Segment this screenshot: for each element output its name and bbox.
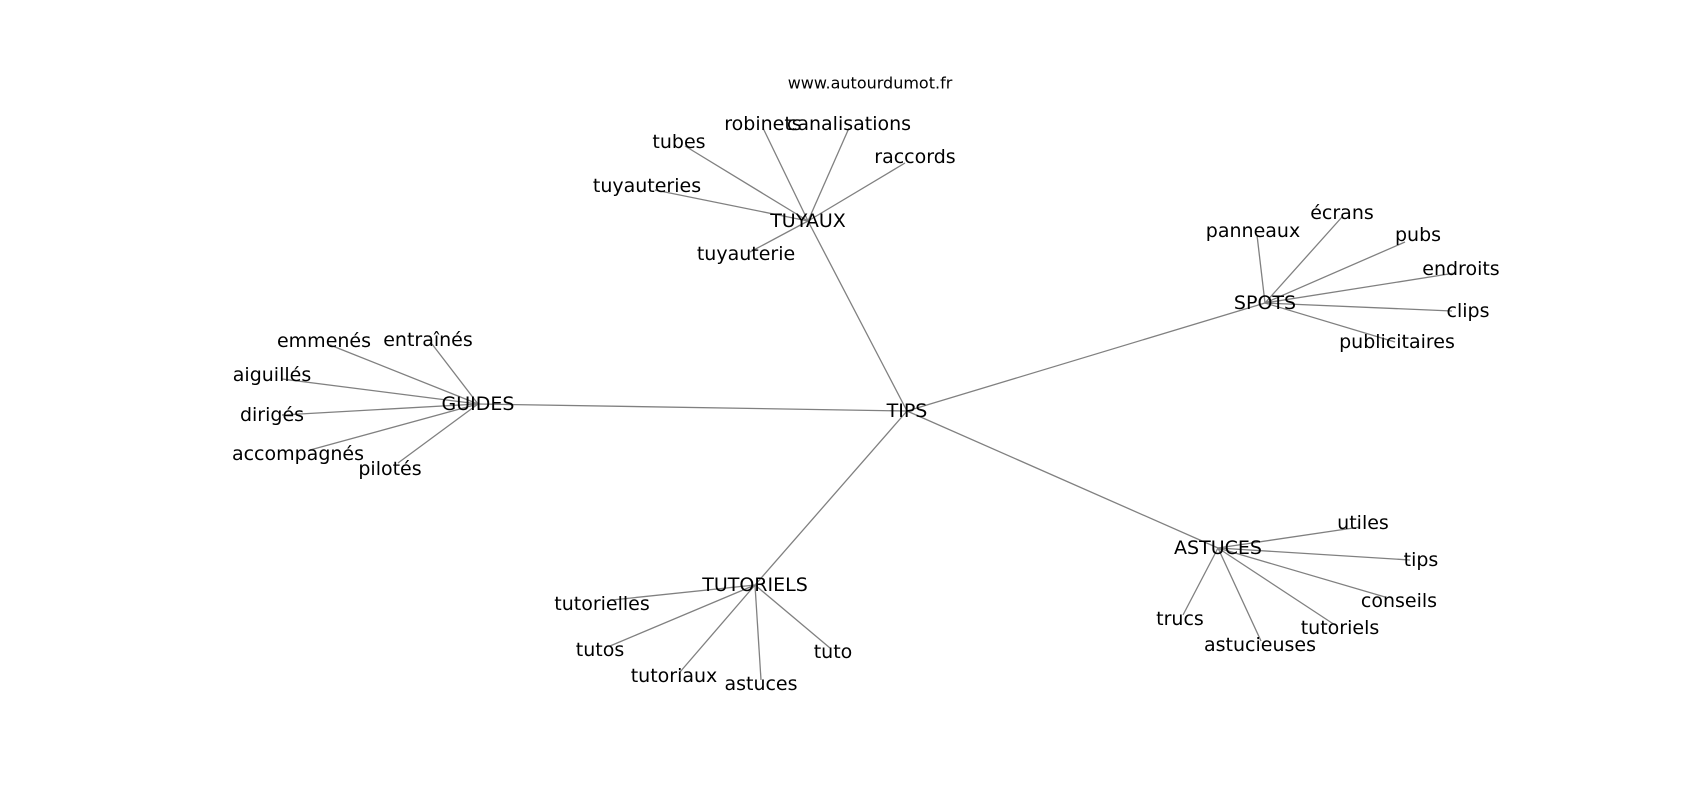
edge-center-to-spots bbox=[906, 302, 1266, 412]
edge-tutoriels-leaf bbox=[609, 584, 756, 647]
edge-tuyaux-leaf bbox=[807, 162, 906, 222]
leaf-node-label: tubes bbox=[652, 131, 705, 153]
leaf-node-label: tips bbox=[1404, 549, 1439, 571]
hub-node-label: SPOTS bbox=[1234, 292, 1296, 314]
leaf-node-label: tutoriels bbox=[1301, 617, 1380, 639]
leaf-node-label: publicitaires bbox=[1339, 331, 1455, 353]
hub-node-label: GUIDES bbox=[442, 393, 515, 415]
edge-spots-leaf bbox=[1264, 302, 1396, 343]
leaf-node-label: pubs bbox=[1395, 224, 1441, 246]
edge-tuyaux-leaf bbox=[654, 189, 809, 222]
edge-spots-leaf bbox=[1256, 234, 1266, 304]
leaf-node-label: endroits bbox=[1422, 258, 1499, 280]
hub-node-label: ASTUCES bbox=[1174, 537, 1262, 559]
edge-astuces-leaf bbox=[1217, 547, 1262, 642]
edge-spots-leaf bbox=[1264, 216, 1343, 304]
edge-guides-leaf bbox=[329, 344, 479, 405]
center-node-label: TIPS bbox=[886, 400, 928, 422]
leaf-node-label: astucieuses bbox=[1204, 634, 1316, 656]
edge-spots-leaf bbox=[1264, 302, 1453, 312]
leaf-node-label: panneaux bbox=[1206, 220, 1300, 242]
leaf-node-label: tuyauteries bbox=[593, 175, 701, 197]
edge-astuces-leaf bbox=[1217, 526, 1361, 549]
edge-center-to-tuyaux bbox=[807, 220, 908, 412]
edge-astuces-leaf bbox=[1217, 547, 1386, 598]
edge-tuyaux-leaf bbox=[749, 220, 809, 253]
edge-tuyaux-leaf bbox=[807, 127, 850, 222]
leaf-node-label: tutos bbox=[576, 639, 624, 661]
leaf-node-label: robinets bbox=[724, 113, 801, 135]
leaf-node-label: pilotés bbox=[358, 458, 421, 480]
leaf-node-label: utiles bbox=[1337, 512, 1389, 534]
leaf-node-label: dirigés bbox=[240, 404, 304, 426]
edge-astuces-leaf bbox=[1217, 547, 1336, 626]
edge-tuyaux-leaf bbox=[684, 145, 809, 222]
edge-tutoriels-leaf bbox=[754, 584, 762, 681]
leaf-node-label: tuyauterie bbox=[697, 243, 795, 265]
edge-tutoriels-leaf bbox=[611, 584, 756, 601]
leaf-node-label: tutoriaux bbox=[631, 665, 718, 687]
edge-tuyaux-leaf bbox=[762, 127, 809, 222]
edge-center-to-astuces bbox=[906, 410, 1219, 549]
leaf-node-label: astuces bbox=[724, 673, 797, 695]
edge-guides-leaf bbox=[281, 378, 479, 405]
hub-node-label: TUTORIELS bbox=[701, 574, 808, 596]
hub-node-label: TUYAUX bbox=[769, 210, 846, 232]
edge-guides-leaf bbox=[309, 403, 479, 451]
leaf-node-label: trucs bbox=[1156, 608, 1204, 630]
edge-guides-leaf bbox=[431, 343, 479, 405]
leaf-node-label: conseils bbox=[1361, 590, 1437, 612]
edge-astuces-leaf bbox=[1217, 547, 1411, 561]
edge-spots-leaf bbox=[1264, 241, 1406, 304]
edge-center-to-guides bbox=[477, 403, 908, 412]
edge-guides-leaf bbox=[397, 403, 479, 464]
leaf-node-label: aiguillés bbox=[233, 364, 311, 386]
leaf-node-label: emmenés bbox=[277, 330, 371, 352]
edge-astuces-leaf bbox=[1182, 547, 1219, 616]
leaf-node-label: canalisations bbox=[787, 113, 911, 135]
edges-layer bbox=[281, 127, 1456, 681]
edge-tutoriels-leaf bbox=[679, 584, 756, 673]
leaf-node-label: clips bbox=[1447, 300, 1490, 322]
leaf-node-label: accompagnés bbox=[232, 443, 364, 465]
leaf-node-label: raccords bbox=[874, 146, 955, 168]
edge-guides-leaf bbox=[281, 403, 479, 416]
leaf-node-label: tuto bbox=[814, 641, 853, 663]
edge-center-to-tutoriels bbox=[754, 410, 908, 586]
leaf-node-label: entraînés bbox=[383, 329, 473, 351]
edge-tutoriels-leaf bbox=[754, 584, 831, 649]
leaf-node-label: écrans bbox=[1310, 202, 1374, 224]
source-url: www.autourdumot.fr bbox=[788, 74, 953, 93]
edge-spots-leaf bbox=[1264, 272, 1456, 304]
leaf-node-label: tutorielles bbox=[554, 593, 650, 615]
